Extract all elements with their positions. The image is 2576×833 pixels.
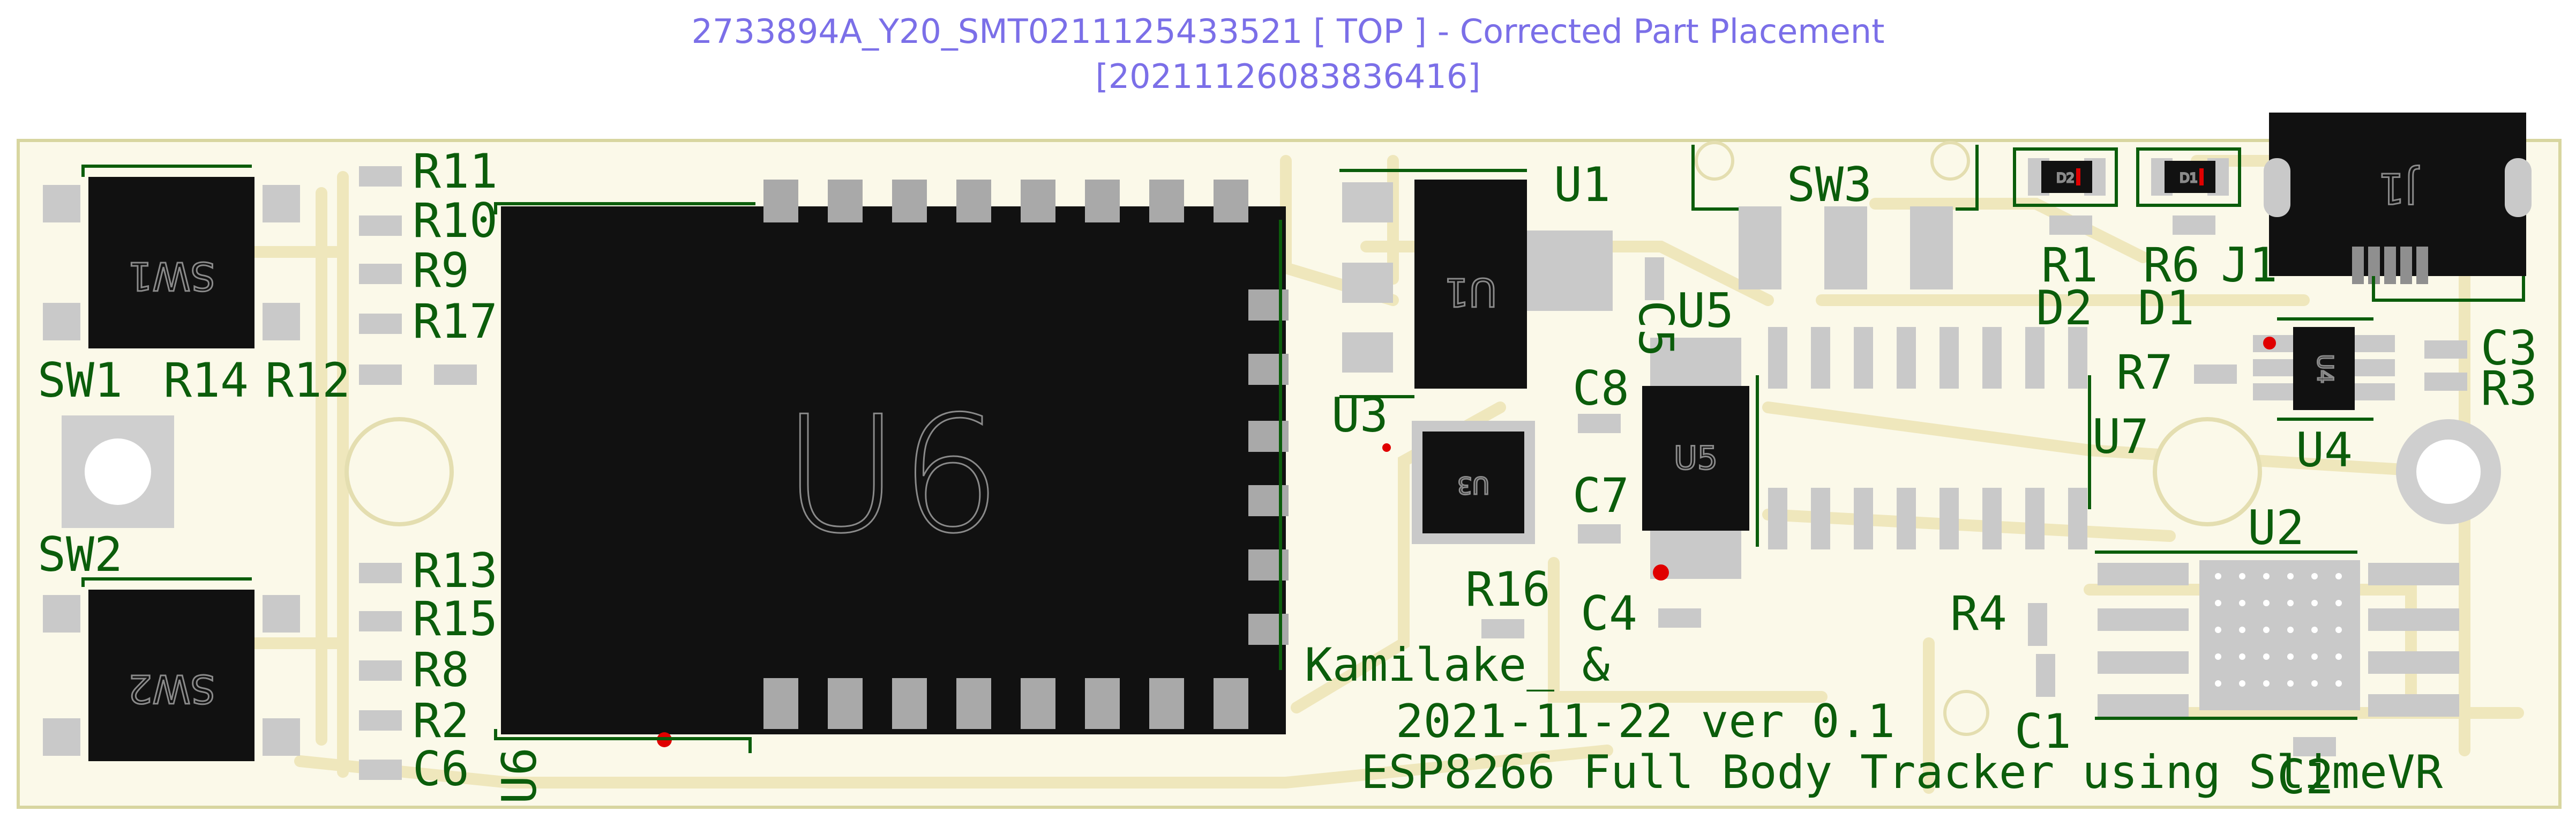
label-r11: R11 [413, 144, 498, 199]
left-resistors [359, 166, 477, 780]
label-r6: R6 [2143, 237, 2200, 293]
d2-body-text: D2 [2056, 170, 2075, 185]
label-sw2: SW2 [38, 527, 123, 582]
j1-body-text: J1 [2378, 163, 2420, 212]
label-c8: C8 [1572, 361, 1629, 416]
label-c3: C3 [2481, 321, 2537, 376]
label-r15: R15 [413, 591, 498, 646]
label-r13: R13 [413, 543, 498, 598]
label-r17: R17 [413, 294, 498, 349]
label-r12: R12 [265, 353, 350, 408]
u5-chip: U5 [1642, 338, 1749, 581]
sw3-footprint [1739, 206, 1953, 289]
d1-body-text: D1 [2180, 170, 2198, 185]
sw2-body-text: SW2 [128, 666, 215, 711]
label-r16: R16 [1465, 562, 1551, 617]
sw1-body-text: SW1 [128, 254, 215, 299]
d1-led: D1 [2136, 147, 2241, 207]
u6-module: U6 [501, 180, 1289, 747]
silk-outlines [81, 145, 2525, 753]
u3-body-text: U3 [1457, 471, 1489, 499]
label-u1: U1 [1554, 157, 1611, 212]
u4-chip: U4 [2253, 327, 2395, 410]
label-sw1: SW1 [38, 353, 123, 408]
silk-version: 2021-11-22 ver 0.1 [1396, 695, 1895, 748]
u1-regulator: U1 [1342, 180, 1613, 389]
label-r4: R4 [1950, 586, 2007, 641]
silk-description: ESP8266 Full Body Tracker using SlimeVR [1361, 746, 2443, 799]
label-u5: U5 [1677, 283, 1734, 338]
sw1-switch: SW1 [43, 177, 300, 348]
page-title: 2733894A_Y20_SMT0211125433521 [ TOP ] - … [691, 12, 1885, 51]
label-r2: R2 [413, 693, 469, 748]
u4-body-text: U4 [2312, 354, 2337, 384]
label-c1: C1 [2015, 704, 2071, 759]
label-r3: R3 [2481, 361, 2537, 416]
label-r7: R7 [2116, 345, 2173, 400]
label-c2: C2 [2277, 749, 2334, 805]
u3-qfn: U3 [1382, 421, 1535, 544]
u2-chip [2098, 560, 2459, 717]
label-u6: U6 [492, 747, 547, 804]
j1-connector: J1 [2264, 113, 2532, 284]
u1-body-text: U1 [1444, 270, 1497, 315]
small-passives [1481, 215, 2467, 756]
mounting-holes [62, 141, 2501, 736]
label-u7: U7 [2092, 409, 2149, 464]
d2-led: D2 [2013, 147, 2118, 207]
label-u2: U2 [2248, 500, 2304, 555]
label-u4: U4 [2296, 422, 2353, 478]
u6-body-text: U6 [782, 382, 1002, 569]
page-subtitle: [20211126083836416] [1095, 57, 1481, 96]
u7-footprint [1768, 327, 2087, 549]
label-r14: R14 [163, 353, 249, 408]
label-c7: C7 [1572, 468, 1629, 523]
label-r10: R10 [413, 193, 498, 248]
label-c4: C4 [1581, 586, 1637, 641]
silk-author: Kamilake_ & [1305, 638, 1610, 692]
sw2-switch: SW2 [43, 590, 300, 761]
label-r1: R1 [2041, 237, 2098, 293]
label-sw3: SW3 [1787, 157, 1872, 212]
label-d1: D1 [2138, 280, 2195, 336]
label-r9: R9 [413, 243, 469, 298]
label-r8: R8 [413, 642, 469, 697]
label-j1: J1 [2221, 237, 2278, 293]
label-d2: D2 [2036, 280, 2093, 336]
label-c5: C5 [1628, 300, 1683, 357]
u5-body-text: U5 [1674, 440, 1718, 477]
label-c6: C6 [413, 741, 469, 797]
